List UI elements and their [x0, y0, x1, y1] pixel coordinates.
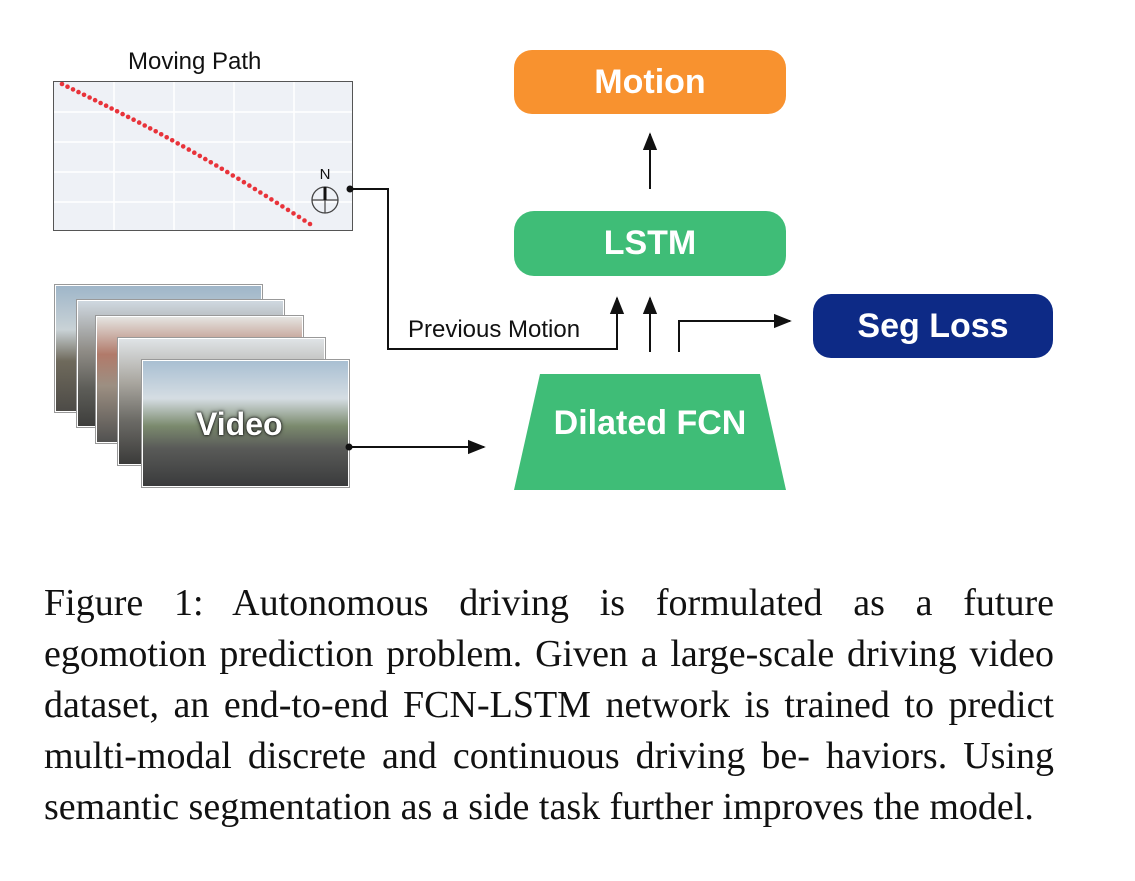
path-dot: [109, 106, 114, 111]
path-dot: [98, 100, 103, 106]
path-dot: [142, 123, 147, 128]
path-dot: [219, 166, 225, 172]
path-dot: [192, 150, 197, 155]
path-dot: [153, 129, 158, 134]
path-dot: [252, 186, 258, 192]
lstm-label: LSTM: [603, 224, 697, 262]
path-dot: [186, 147, 192, 152]
path-dot: [164, 135, 169, 140]
path-dot: [114, 109, 120, 114]
path-dot: [285, 207, 291, 213]
path-dot: [208, 160, 214, 165]
path-dot: [225, 169, 230, 175]
figure-caption: Figure 1: Autonomous driving is formulat…: [44, 582, 1054, 828]
path-dot: [214, 163, 219, 168]
path-dot: [147, 126, 153, 131]
path-dot: [296, 214, 302, 220]
path-dot: [169, 138, 175, 143]
path-dot: [125, 114, 131, 120]
path-dot: [258, 190, 263, 195]
path-dot: [197, 153, 203, 159]
path-dot: [81, 92, 87, 98]
path-dot: [131, 117, 136, 122]
dilated-fcn-label: Dilated FCN: [553, 404, 747, 442]
path-dot: [241, 179, 247, 185]
path-dot: [269, 197, 274, 202]
video-label: Video: [196, 406, 283, 442]
path-dot: [158, 132, 164, 137]
moving-path-title: Moving Path: [128, 48, 262, 75]
path-dot: [120, 111, 125, 117]
path-dot: [65, 84, 70, 89]
seg-loss-box: Seg Loss: [813, 294, 1053, 358]
path-dot: [92, 97, 98, 103]
path-dot: [291, 211, 296, 216]
path-dot: [59, 82, 65, 87]
path-dot: [76, 89, 81, 95]
path-dot: [280, 204, 285, 209]
seg-loss-label: Seg Loss: [857, 306, 1009, 345]
fcn-to-segloss-arrow: [678, 313, 792, 352]
previous-motion-arrow: [350, 188, 625, 350]
moving-path-plot: N: [54, 82, 352, 230]
path-dot: [263, 193, 269, 199]
dilated-fcn-shape: [514, 374, 786, 490]
video-frame-5: [142, 360, 349, 487]
path-dot: [70, 87, 76, 92]
diagram-connectors: [345, 132, 792, 490]
path-dot: [307, 221, 313, 227]
path-dot: [247, 183, 252, 188]
previous-motion-label: Previous Motion: [408, 316, 581, 343]
path-dot: [203, 156, 208, 162]
path-dot: [175, 141, 180, 146]
path-dot: [136, 120, 142, 125]
compass-icon: N: [311, 166, 339, 214]
path-dot: [230, 173, 236, 178]
lstm-box: LSTM: [514, 211, 786, 276]
path-dot: [87, 95, 92, 100]
compass-label: N: [320, 166, 331, 183]
path-dot: [103, 103, 109, 108]
path-dot: [274, 200, 280, 206]
path-dot: [302, 218, 307, 223]
path-dot: [236, 176, 241, 182]
motion-label: Motion: [594, 62, 706, 101]
motion-box: Motion: [514, 50, 786, 114]
moving-path-panel: N: [53, 81, 353, 231]
path-dot: [180, 144, 186, 149]
